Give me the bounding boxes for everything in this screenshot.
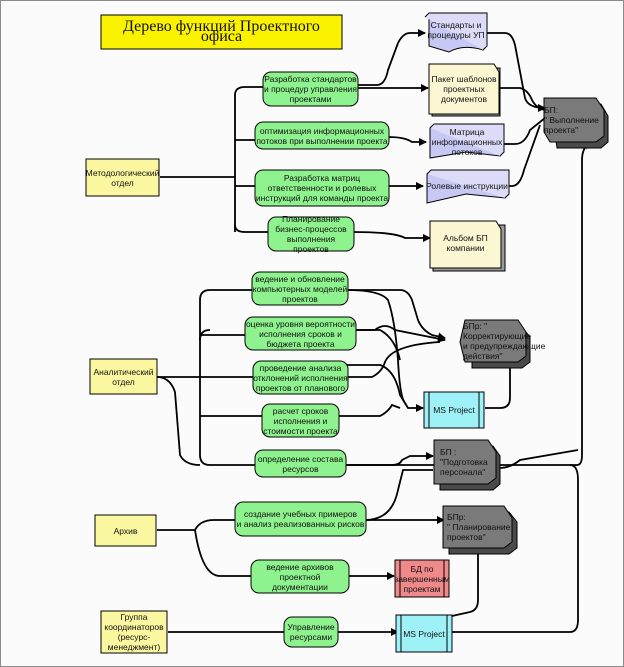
process-project-planning [442, 505, 513, 549]
process-staff-training [433, 439, 497, 485]
output-ms-project-coordinators [395, 614, 453, 653]
function-info-flows [254, 121, 390, 150]
function-training [234, 501, 367, 537]
function-cost-calc [261, 403, 340, 438]
function-probability [244, 316, 357, 351]
output-ms-project-analytics [423, 391, 485, 429]
function-resource-mgmt [283, 616, 339, 648]
function-models [251, 271, 349, 306]
output-template-package [428, 63, 500, 115]
function-responsibility-matrix [254, 169, 390, 207]
title-box [100, 14, 343, 50]
process-project-execution [543, 97, 605, 143]
output-bp-album [429, 220, 502, 269]
function-resources [254, 449, 347, 478]
department-methodology [85, 158, 160, 197]
department-archive [94, 514, 157, 547]
function-bp-planning [267, 216, 355, 252]
output-archive-db [394, 559, 450, 598]
department-analytics [89, 358, 158, 395]
function-deviation-analysis [252, 360, 349, 395]
process-corrective-actions [459, 319, 527, 363]
department-coordinators [100, 610, 168, 654]
function-archives [250, 559, 350, 594]
function-standards [262, 71, 359, 107]
